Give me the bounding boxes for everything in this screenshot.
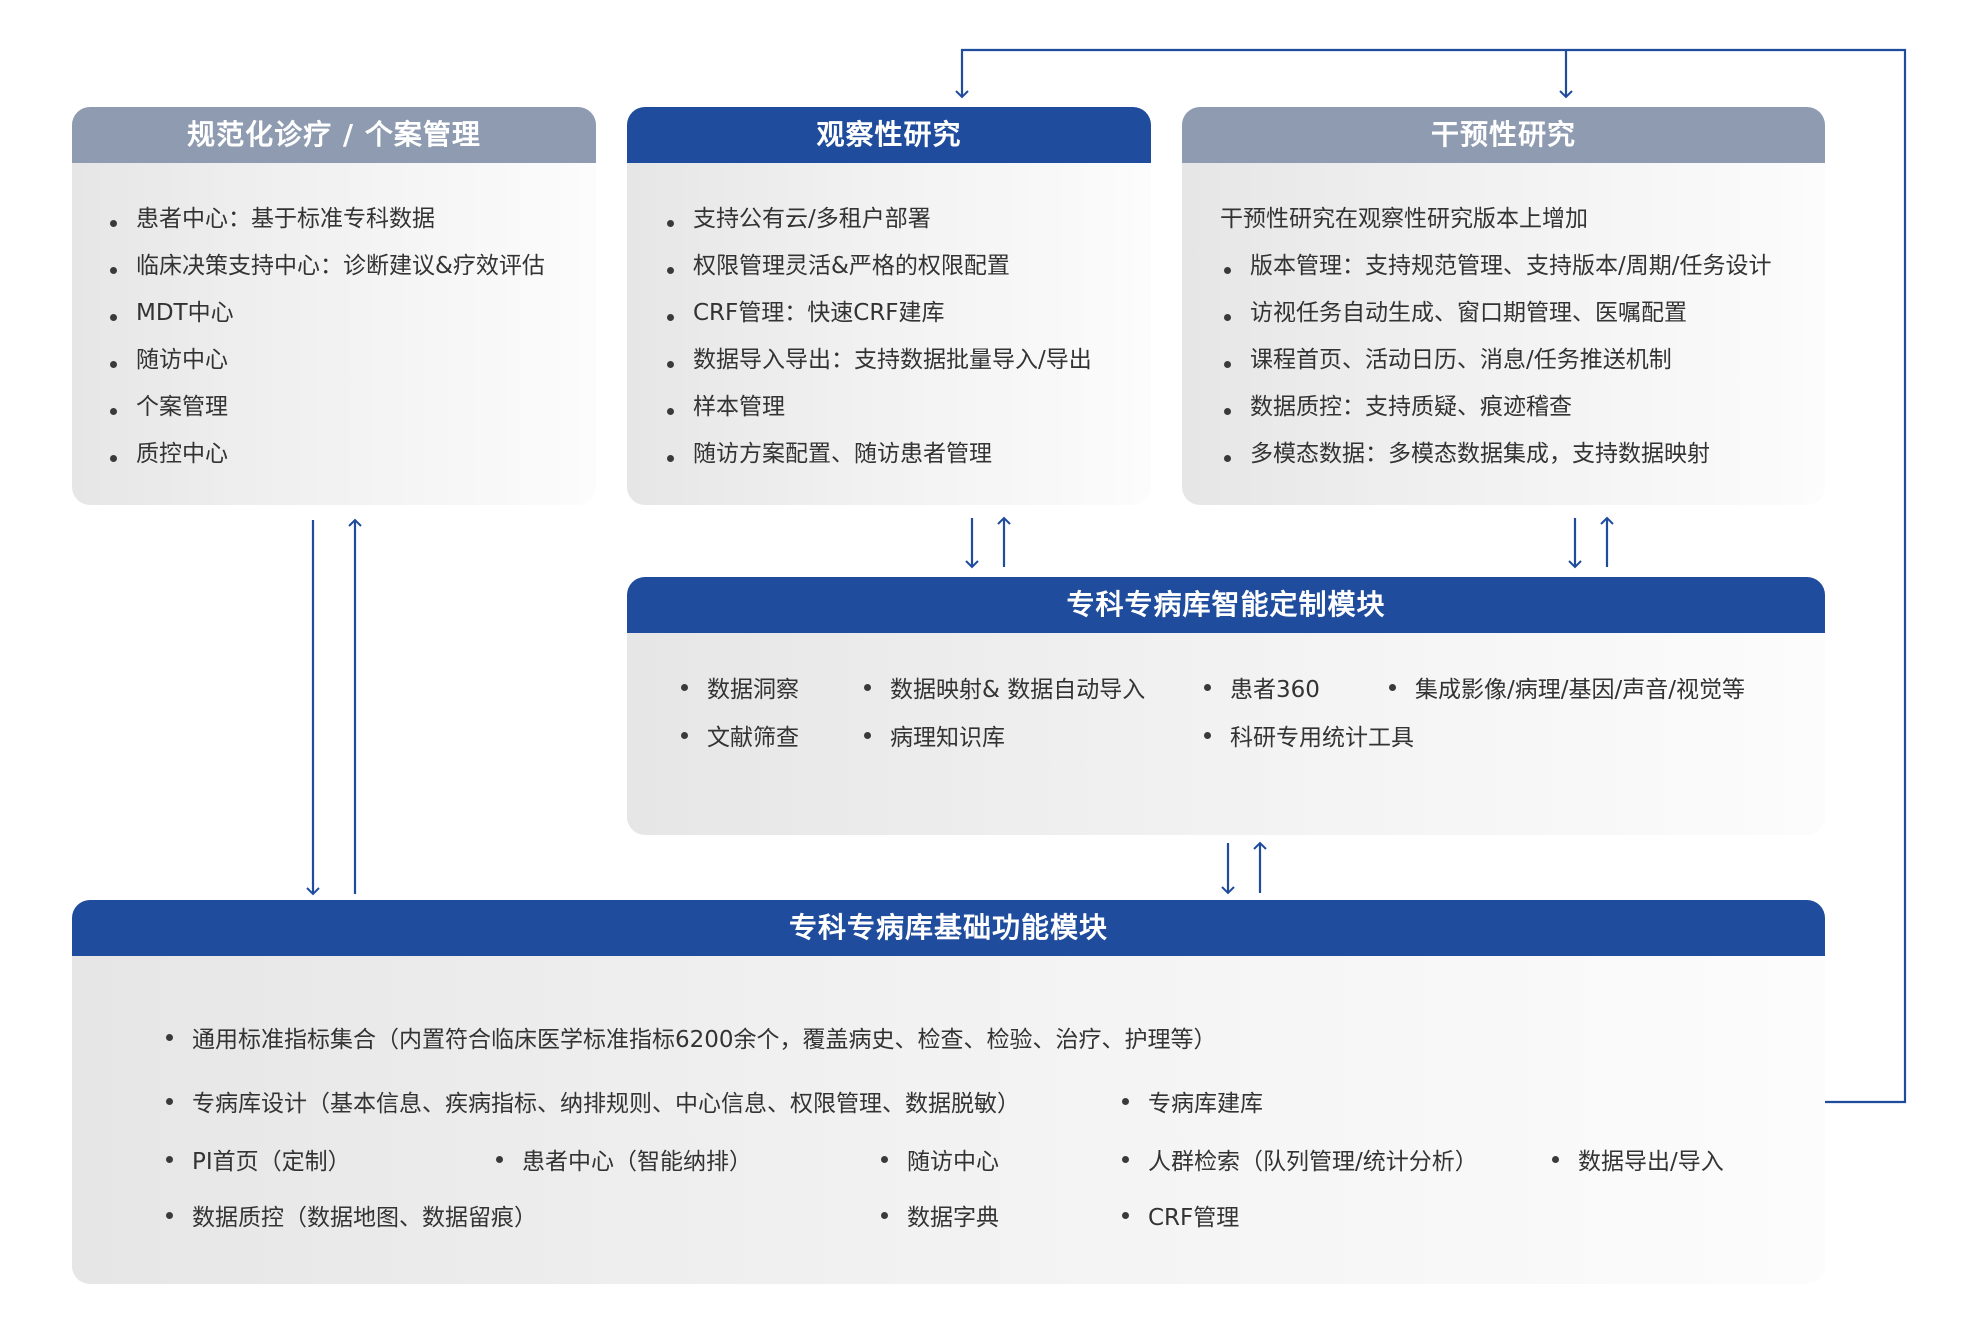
list-item: 患者中心：基于标准专科数据 bbox=[110, 199, 545, 246]
card-title: 专科专病库基础功能模块 bbox=[72, 900, 1825, 956]
list-item: 数据导出/导入 bbox=[1552, 1142, 1724, 1176]
card-title: 观察性研究 bbox=[627, 107, 1151, 163]
card-title: 专科专病库智能定制模块 bbox=[627, 577, 1825, 633]
list-item: 随访中心 bbox=[110, 340, 545, 387]
list-item: 权限管理灵活&严格的权限配置 bbox=[667, 246, 1092, 293]
list-item: 文献筛查 bbox=[681, 718, 799, 752]
list-item: 集成影像/病理/基因/声音/视觉等 bbox=[1389, 670, 1745, 704]
list-item: 数据导入导出：支持数据批量导入/导出 bbox=[667, 340, 1092, 387]
list-item: 病理知识库 bbox=[864, 718, 1005, 752]
list-item: 患者360 bbox=[1204, 670, 1320, 704]
card-interventional-study: 干预性研究 干预性研究在观察性研究版本上增加 版本管理：支持规范管理、支持版本/… bbox=[1182, 107, 1825, 505]
card-standardized-care: 规范化诊疗 / 个案管理 患者中心：基于标准专科数据 临床决策支持中心：诊断建议… bbox=[72, 107, 596, 505]
list-item: 专病库设计（基本信息、疾病指标、纳排规则、中心信息、权限管理、数据脱敏） bbox=[166, 1084, 1020, 1118]
list-item: 支持公有云/多租户部署 bbox=[667, 199, 1092, 246]
list-item: 数据映射& 数据自动导入 bbox=[863, 670, 1145, 704]
list-item: 数据质控：支持质疑、痕迹稽查 bbox=[1224, 387, 1772, 434]
card-title: 规范化诊疗 / 个案管理 bbox=[72, 107, 596, 163]
list-item: MDT中心 bbox=[110, 293, 545, 340]
card-observational-study: 观察性研究 支持公有云/多租户部署 权限管理灵活&严格的权限配置 CRF管理：快… bbox=[627, 107, 1151, 505]
list-item: 数据洞察 bbox=[681, 670, 799, 704]
list-item: 多模态数据：多模态数据集成，支持数据映射 bbox=[1224, 434, 1772, 481]
list-item: 课程首页、活动日历、消息/任务推送机制 bbox=[1224, 340, 1772, 387]
list-item: 通用标准指标集合（内置符合临床医学标准指标6200余个，覆盖病史、检查、检验、治… bbox=[166, 1020, 1217, 1054]
list-item: 人群检索（队列管理/统计分析） bbox=[1122, 1142, 1478, 1176]
card-intro: 干预性研究在观察性研究版本上增加 bbox=[1220, 206, 1588, 232]
list-item: 版本管理：支持规范管理、支持版本/周期/任务设计 bbox=[1224, 246, 1772, 293]
list-item: 质控中心 bbox=[110, 434, 545, 481]
list-item: 随访方案配置、随访患者管理 bbox=[667, 434, 1092, 481]
list-item: 临床决策支持中心：诊断建议&疗效评估 bbox=[110, 246, 545, 293]
list-item: 患者中心（智能纳排） bbox=[496, 1142, 752, 1176]
list-item: 科研专用统计工具 bbox=[1204, 718, 1414, 752]
card-base-module: 专科专病库基础功能模块 通用标准指标集合（内置符合临床医学标准指标6200余个，… bbox=[72, 900, 1825, 1284]
list-item: PI首页（定制） bbox=[166, 1142, 351, 1176]
list-item: 样本管理 bbox=[667, 387, 1092, 434]
list-item: CRF管理 bbox=[1121, 1198, 1239, 1232]
card-custom-module: 专科专病库智能定制模块 数据洞察 数据映射& 数据自动导入 患者360 集成影像… bbox=[627, 577, 1825, 835]
list-item: 数据字典 bbox=[881, 1198, 999, 1232]
list-item: CRF管理：快速CRF建库 bbox=[667, 293, 1092, 340]
list-item: 数据质控（数据地图、数据留痕） bbox=[166, 1198, 537, 1232]
list-item: 专病库建库 bbox=[1122, 1084, 1263, 1118]
card-title: 干预性研究 bbox=[1182, 107, 1825, 163]
list-item: 个案管理 bbox=[110, 387, 545, 434]
list-item: 随访中心 bbox=[881, 1142, 999, 1176]
list-item: 访视任务自动生成、窗口期管理、医嘱配置 bbox=[1224, 293, 1772, 340]
